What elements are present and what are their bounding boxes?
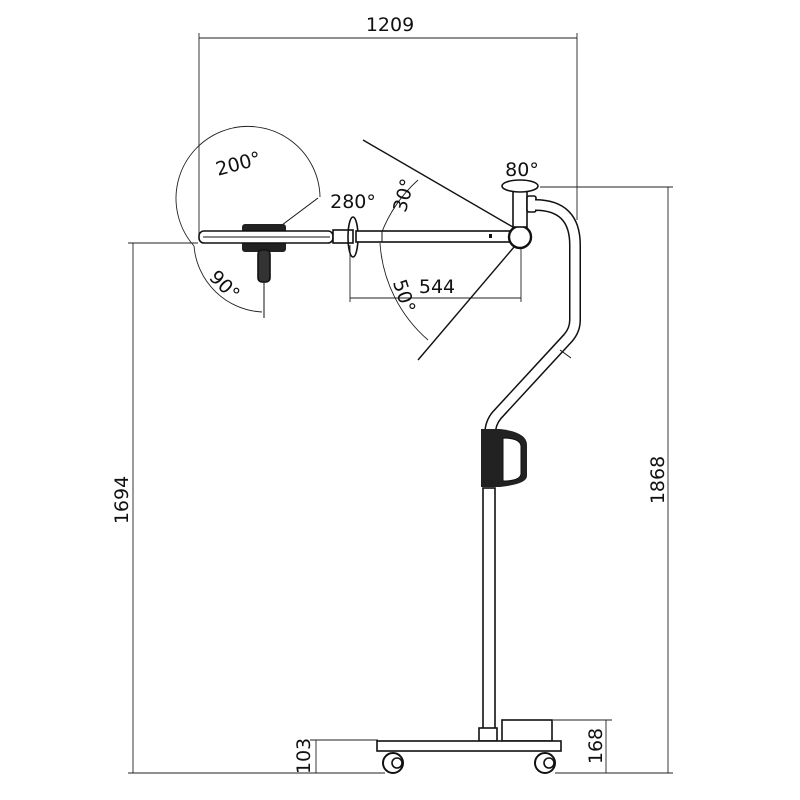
label-103: 103 <box>293 738 315 774</box>
head-angle-indicators: 200° 280° 90° 80° <box>175 125 539 318</box>
arm-angle-lines: 30° 50° <box>362 139 521 361</box>
dim-overall-width: 1209 <box>198 14 578 240</box>
curved-post <box>484 199 581 436</box>
stand-base <box>376 487 562 774</box>
label-544: 544 <box>419 276 455 298</box>
label-168: 168 <box>585 728 607 764</box>
dim-arm-length: 544 <box>349 245 522 302</box>
label-90deg: 90° <box>205 266 244 305</box>
lamp-head <box>198 224 334 283</box>
label-280deg: 280° <box>330 191 376 213</box>
handle-block <box>481 429 527 497</box>
dim-overall-height: 1868 <box>540 186 673 774</box>
label-1868: 1868 <box>647 456 669 504</box>
label-30deg: 30° <box>389 176 419 214</box>
label-1694: 1694 <box>111 476 133 524</box>
dim-head-height: 1694 <box>111 242 385 774</box>
caster-wheel-right <box>534 752 556 774</box>
caster-wheel-left <box>382 752 404 774</box>
lamp-arm <box>332 216 533 258</box>
dim-box-height: 168 <box>553 719 612 773</box>
dim-base-height: 103 <box>293 738 378 774</box>
label-80deg: 80° <box>505 159 539 181</box>
rotation-joint <box>501 179 539 228</box>
label-200deg: 200° <box>213 148 263 181</box>
label-50deg: 50° <box>388 277 419 316</box>
label-1209: 1209 <box>366 14 414 36</box>
